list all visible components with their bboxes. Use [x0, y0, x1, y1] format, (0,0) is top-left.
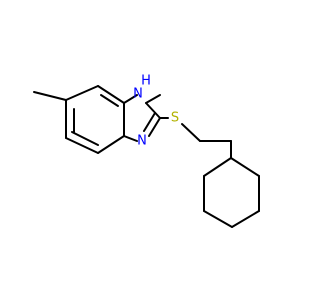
bond-s-ch2	[181, 123, 201, 142]
molecule-structure: H N N S	[33, 74, 260, 228]
bond-imidazole-nh	[123, 94, 138, 104]
bond-imidazole-c2-n	[148, 117, 161, 137]
bond-benzene-double-1	[100, 94, 119, 107]
bond-benzene-2	[97, 85, 125, 104]
bond-cyclohexane-6	[203, 157, 232, 177]
bond-cyclohexane-1	[230, 157, 260, 177]
nh-nitrogen-label: N	[133, 87, 143, 102]
bond-benzene-5	[65, 137, 99, 154]
bond-imidazole-c2-n-double	[143, 112, 156, 132]
bond-methyl	[33, 91, 67, 101]
bond-benzene-double-2	[71, 131, 99, 146]
bond-cyclohexane-4	[203, 210, 233, 228]
bond-imidazole-n	[123, 135, 138, 142]
sulfur-label: S	[171, 111, 179, 126]
bond-cyclohexane-3	[231, 210, 260, 228]
bond-benzene-1	[65, 85, 99, 101]
bond-benzene-4	[97, 135, 125, 154]
bond-imidazole-c2	[145, 102, 161, 119]
nh-hydrogen-label: H	[141, 74, 151, 89]
bond-imidazole-nh-c2	[145, 94, 161, 104]
imidazole-nitrogen-label: N	[137, 134, 147, 149]
